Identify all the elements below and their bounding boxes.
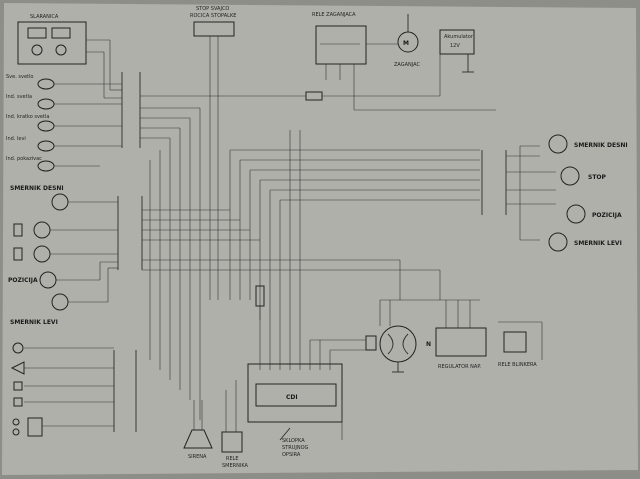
blinker-relay-label: RELE BLINKERA [498, 362, 537, 368]
starter-motor: M ZAGANJAC [394, 14, 421, 68]
battery: Akumulator 12V [439, 29, 475, 73]
starter-motor-symbol: M [403, 40, 409, 47]
paper-sheet [2, 3, 638, 475]
rear-lights: SMERNIK DESNI STOP POZICIJA SMERNIK LEVI [548, 134, 628, 252]
center-components [255, 285, 265, 320]
bulb-1-label: Sve. svetlo [6, 74, 33, 80]
cdi-unit: CDI [247, 339, 366, 423]
battery-label: Akumulator [444, 34, 474, 40]
starter-relay-label: RELE ZAGANJACA [312, 12, 356, 18]
bulb-2-label: Ind. svetla [6, 94, 32, 100]
front-right-turn-label: SMERNIK DESNI [10, 185, 64, 192]
stator: N [365, 299, 480, 373]
horn-label: SIRENA [188, 454, 207, 460]
regulator: REGULATOR NAP. [435, 300, 487, 370]
kill-switch-sub-label: STRUJNOG [282, 445, 309, 451]
rear-position-label: POZICIJA [592, 212, 622, 219]
bulb-5-label: Ind. pokazivac [6, 156, 42, 162]
turn-relay-sub-label: SMERNIKA [222, 463, 249, 469]
kill-switch-sub2-label: OPSIRA [282, 452, 301, 458]
turn-relay: RELE SMERNIKA [221, 380, 249, 469]
rear-right-turn-label: SMERNIK DESNI [574, 142, 628, 149]
kill-switch-label: SKLOPKA [282, 438, 305, 444]
connector-upper [54, 39, 141, 167]
instrument-panel-label: SLARANICA [30, 14, 59, 20]
connector-right [481, 145, 556, 241]
horn: SIRENA [183, 400, 213, 460]
turn-relay-label: RELE [226, 456, 239, 462]
brake-switch: STOP SVAJCO ROCICA STOPALKE [190, 6, 236, 37]
connector-lower [24, 347, 137, 432]
bulb-4-label: Ind. levi [6, 136, 26, 142]
starter-motor-label: ZAGANJAC [394, 62, 421, 68]
starter-relay: RELE ZAGANJACA [312, 12, 367, 65]
kill-switch: SKLOPKA STRUJNOG OPSIRA [279, 400, 343, 458]
front-left-turn-label: SMERNIK LEVI [10, 319, 58, 326]
handlebar-switches [10, 342, 43, 437]
connector-middle [50, 196, 143, 303]
rear-stop-label: STOP [588, 174, 607, 181]
cdi-label: CDI [286, 394, 298, 401]
brake-switch-sub-label: ROCICA STOPALKE [190, 13, 236, 19]
bulb-3-label: Ind. kratko svetla [6, 114, 49, 120]
blinker-relay: RELE BLINKERA [498, 321, 543, 368]
regulator-label: REGULATOR NAP. [438, 364, 482, 370]
battery-voltage: 12V [450, 43, 460, 49]
main-harness [140, 36, 496, 420]
front-position-label: POZICIJA [8, 277, 38, 284]
brake-switch-label: STOP SVAJCO [196, 6, 229, 12]
stator-label: N [426, 341, 431, 348]
rear-left-turn-label: SMERNIK LEVI [574, 240, 622, 247]
instrument-panel: SLARANICA [17, 14, 87, 65]
